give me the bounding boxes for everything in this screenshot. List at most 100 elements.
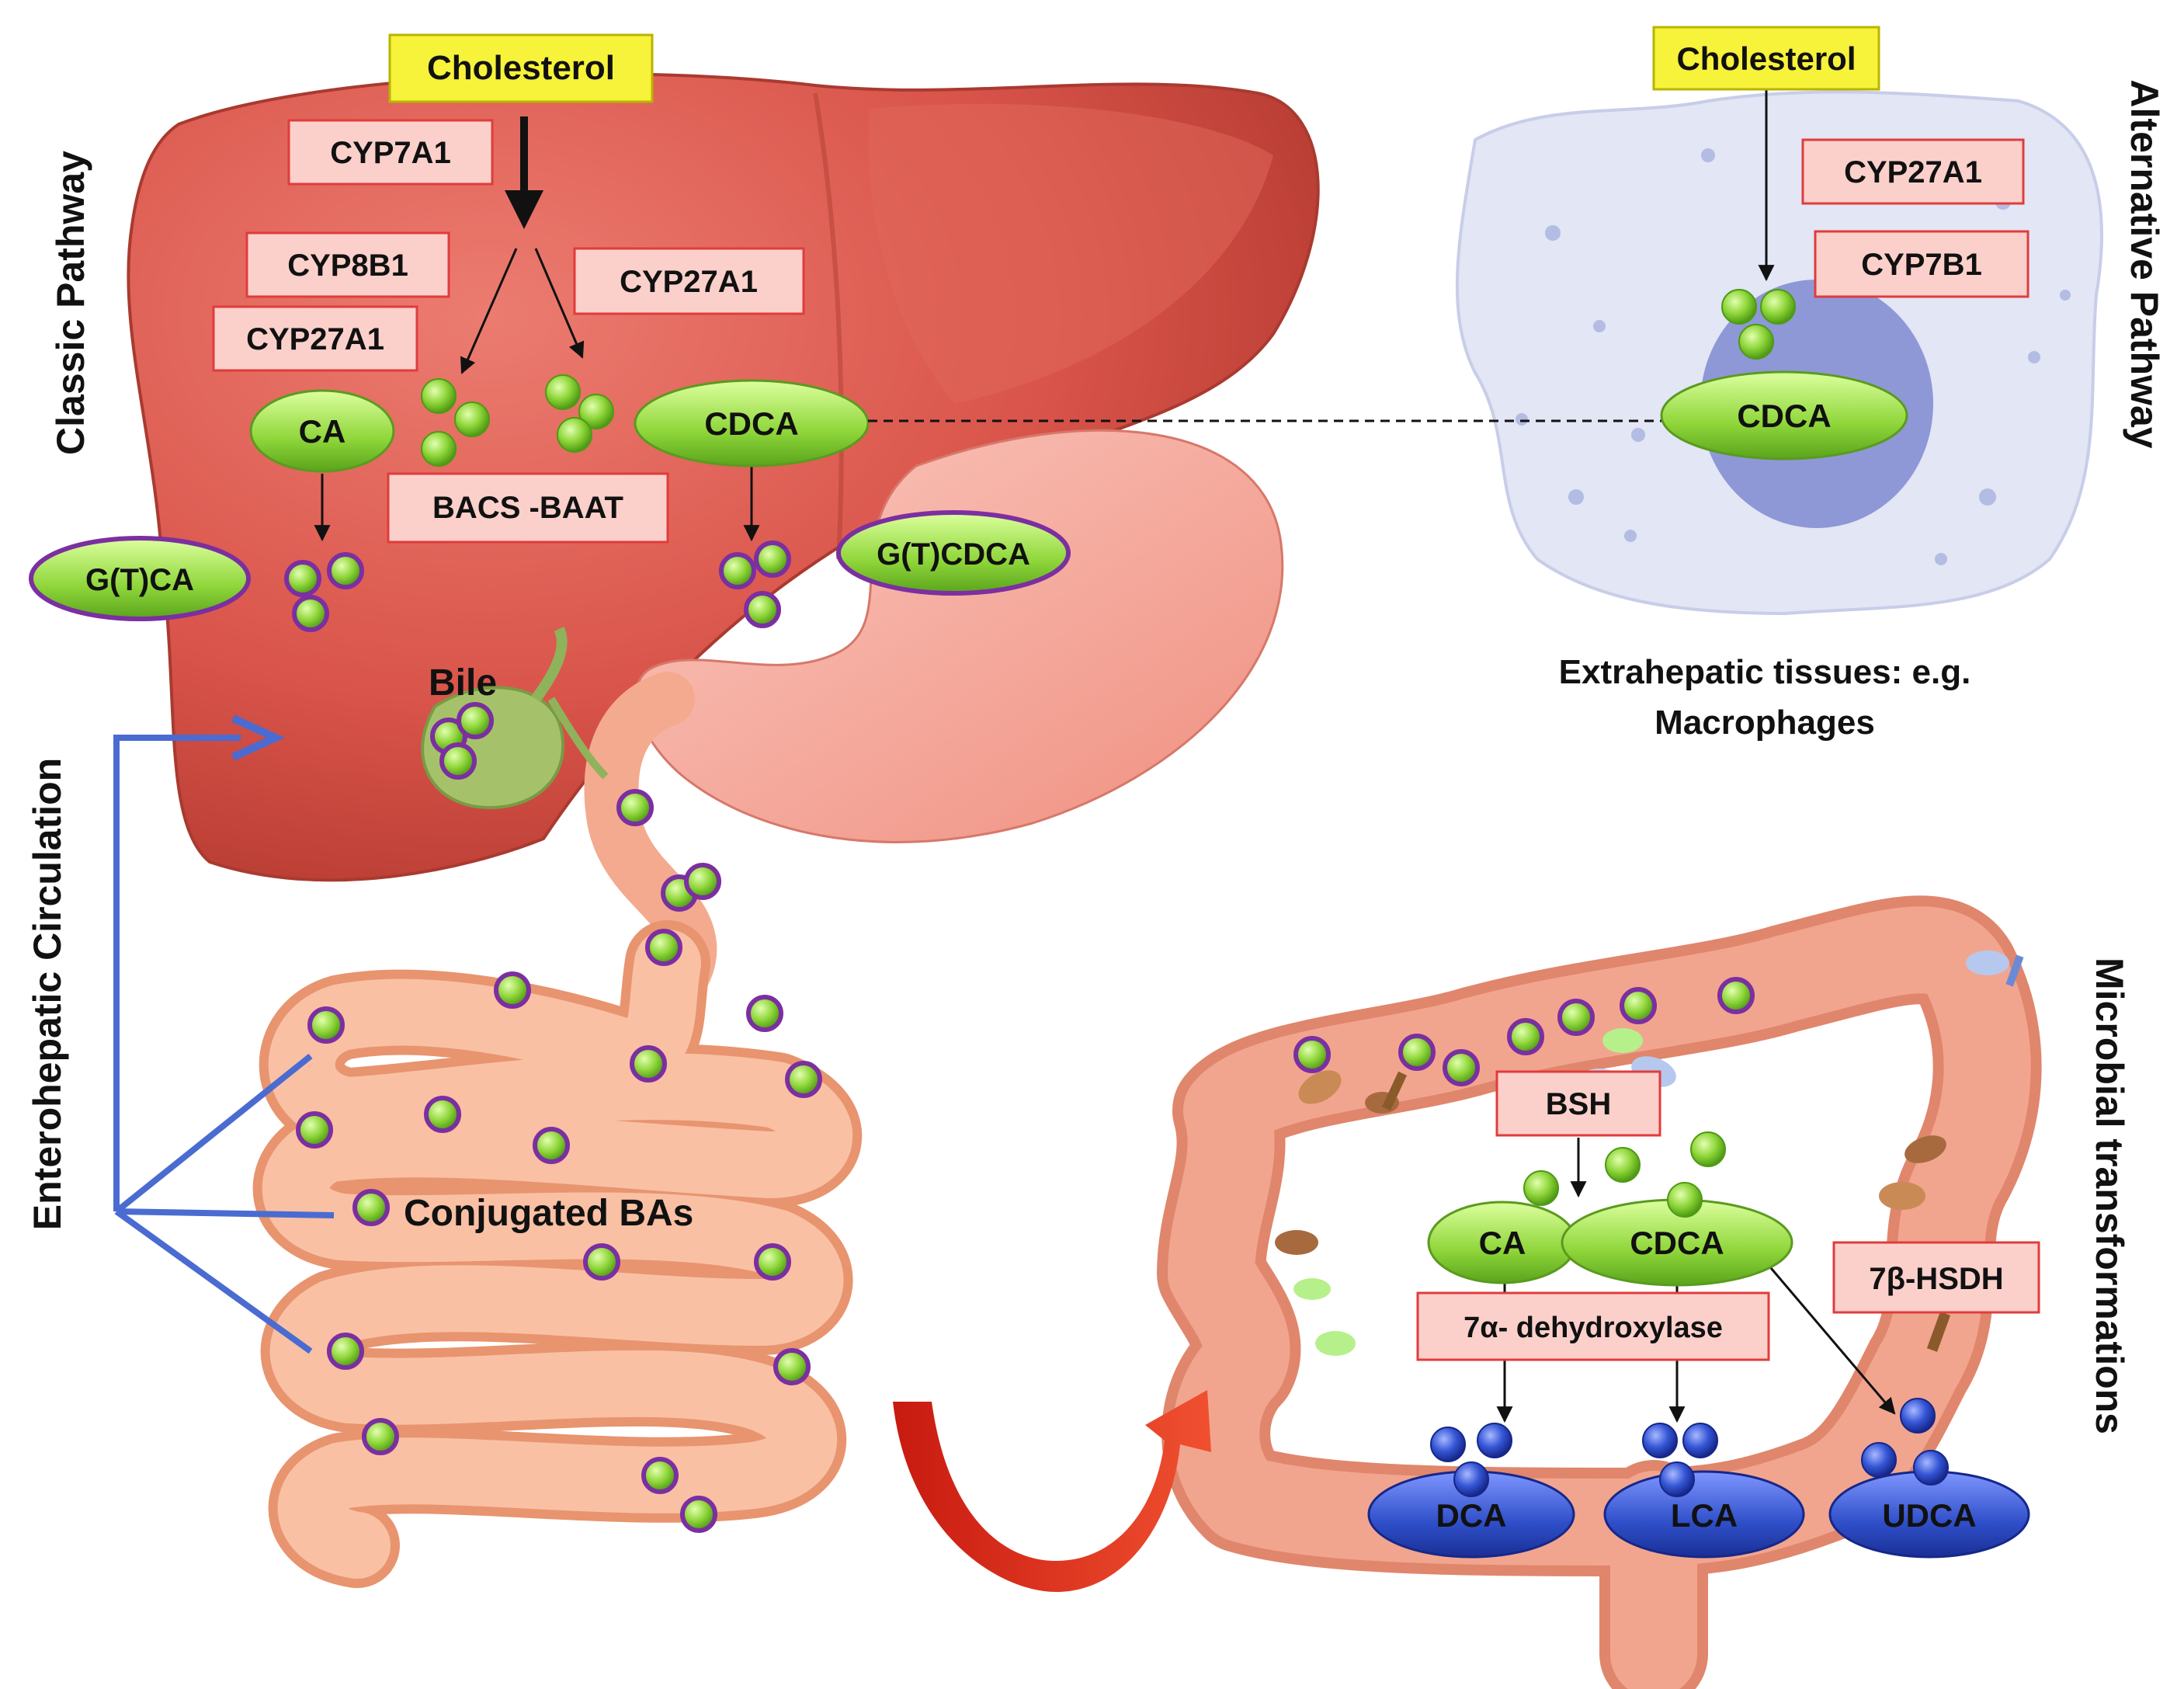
conjugated-bile-acid-molecule bbox=[292, 595, 329, 632]
conjugated-bile-acid-molecule bbox=[296, 1111, 333, 1149]
conjugated-bas-label: Conjugated BAs bbox=[404, 1193, 693, 1234]
dehydroxylase-label: 7α- dehydroxylase bbox=[1464, 1312, 1723, 1344]
secondary-bile-acid-molecule bbox=[1682, 1423, 1718, 1458]
gtcdca-ellipse: G(T)CDCA bbox=[836, 510, 1071, 596]
cdca-ellipse-extrahepatic: CDCA bbox=[1660, 370, 1908, 460]
cyp7a1-label: CYP7A1 bbox=[330, 136, 451, 170]
lca-label: LCA bbox=[1671, 1497, 1738, 1534]
cyp27a1-right-label: CYP27A1 bbox=[620, 265, 758, 299]
conjugated-bile-acid-molecule bbox=[533, 1127, 570, 1164]
extrahepatic-caption-line1: Extrahepatic tissues: e.g. bbox=[1559, 653, 1971, 691]
conjugated-bile-acid-molecule bbox=[680, 1496, 717, 1533]
conjugated-bile-acid-molecule bbox=[1717, 977, 1755, 1014]
cyp7b1-label: CYP7B1 bbox=[1861, 248, 1982, 282]
cdca-label-colon: CDCA bbox=[1630, 1225, 1724, 1261]
bile-acid-molecule bbox=[1667, 1182, 1703, 1218]
conjugated-bile-acid-molecule bbox=[630, 1045, 667, 1083]
gtca-label: G(T)CA bbox=[85, 563, 194, 597]
enzyme-box-cyp27a1-left: CYP27A1 bbox=[212, 305, 418, 372]
stomach-illustration bbox=[634, 429, 1284, 843]
ca-ellipse-colon: CA bbox=[1427, 1201, 1578, 1284]
conjugated-bile-acid-molecule bbox=[684, 863, 721, 900]
secondary-bile-acid-molecule bbox=[1913, 1450, 1949, 1486]
bile-acid-molecule bbox=[1738, 324, 1774, 360]
ca-label-colon: CA bbox=[1479, 1225, 1526, 1261]
bile-acid-molecule bbox=[1523, 1170, 1559, 1206]
hsdh-label: 7β-HSDH bbox=[1869, 1262, 2003, 1296]
enzyme-box-bacs-baat: BACS -BAAT bbox=[387, 472, 669, 544]
bile-acid-molecule bbox=[578, 394, 614, 429]
enzyme-box-bsh: BSH bbox=[1495, 1070, 1661, 1137]
conjugated-bile-acid-molecule bbox=[746, 995, 783, 1032]
cholesterol-label-extrahepatic: Cholesterol bbox=[1676, 40, 1856, 77]
secondary-bile-acid-molecule bbox=[1453, 1461, 1489, 1497]
secondary-bile-acid-molecule bbox=[1642, 1423, 1678, 1458]
bile-acid-molecule bbox=[1721, 289, 1757, 325]
enterohepatic-circulation-label: Enterohepatic Circulation bbox=[26, 758, 69, 1230]
enzyme-box-cyp7a1: CYP7A1 bbox=[287, 119, 494, 186]
bile-acid-molecule bbox=[545, 374, 581, 410]
cyp27a1-extrahepatic-label: CYP27A1 bbox=[1844, 155, 1982, 189]
conjugated-bile-acid-molecule bbox=[284, 560, 321, 597]
bile-acid-molecules bbox=[284, 289, 1949, 1533]
dca-label: DCA bbox=[1436, 1497, 1507, 1534]
conjugated-bile-acid-molecule bbox=[439, 742, 477, 780]
cholesterol-box-extrahepatic: Cholesterol bbox=[1652, 26, 1880, 91]
conjugated-bile-acid-molecule bbox=[785, 1061, 822, 1098]
microbial-transformations-label: Microbial transformations bbox=[2088, 957, 2131, 1434]
extrahepatic-caption-line2: Macrophages bbox=[1654, 704, 1875, 742]
conjugated-bile-acid-molecule bbox=[773, 1348, 811, 1385]
conjugated-bile-acid-molecule bbox=[641, 1457, 679, 1494]
cyp27a1-left-label: CYP27A1 bbox=[246, 322, 384, 356]
conjugated-bile-acid-molecule bbox=[583, 1243, 620, 1281]
classic-pathway-label: Classic Pathway bbox=[49, 151, 92, 455]
bile-acid-molecule bbox=[421, 431, 457, 467]
cdca-label-liver: CDCA bbox=[704, 405, 798, 442]
enzyme-box-cyp27a1-extrahepatic: CYP27A1 bbox=[1801, 138, 2025, 205]
lca-ellipse: LCA bbox=[1603, 1470, 1805, 1559]
bile-acid-molecule bbox=[1760, 289, 1796, 325]
bile-acid-molecule bbox=[1690, 1131, 1726, 1167]
bile-acid-molecule bbox=[557, 417, 592, 453]
cyp8b1-label: CYP8B1 bbox=[287, 248, 408, 283]
enzyme-box-cyp7b1: CYP7B1 bbox=[1814, 230, 2029, 298]
secondary-bile-acid-molecule bbox=[1900, 1398, 1936, 1434]
conjugated-bile-acid-molecule bbox=[457, 702, 494, 739]
bile-acid-molecule bbox=[1605, 1147, 1641, 1183]
bsh-label: BSH bbox=[1546, 1087, 1611, 1121]
cholesterol-box-liver: Cholesterol bbox=[388, 33, 654, 103]
bile-acid-molecule bbox=[454, 401, 490, 437]
secondary-bile-acid-molecule bbox=[1477, 1423, 1512, 1458]
enzyme-box-cyp27a1-right: CYP27A1 bbox=[573, 247, 805, 315]
conjugated-bile-acid-molecule bbox=[352, 1189, 390, 1226]
ca-label-liver: CA bbox=[299, 413, 346, 450]
secondary-bile-acid-molecule bbox=[1430, 1427, 1466, 1462]
secondary-bile-acid-molecule bbox=[1861, 1442, 1897, 1478]
bile-acid-molecule bbox=[421, 378, 457, 414]
gtcdca-label: G(T)CDCA bbox=[877, 537, 1030, 572]
ca-ellipse-liver: CA bbox=[249, 389, 395, 473]
conjugated-bile-acid-molecule bbox=[327, 552, 364, 589]
cdca-label-extrahepatic: CDCA bbox=[1737, 398, 1831, 434]
conjugated-bile-acid-molecule bbox=[1293, 1036, 1331, 1073]
enzyme-box-cyp8b1: CYP8B1 bbox=[245, 231, 450, 298]
transfer-to-colon-arrow bbox=[893, 1390, 1211, 1592]
conjugated-bile-acid-molecule bbox=[754, 540, 791, 578]
conjugated-bile-acid-molecule bbox=[307, 1006, 345, 1044]
conjugated-bile-acid-molecule bbox=[754, 1243, 791, 1281]
cdca-ellipse-colon: CDCA bbox=[1561, 1198, 1793, 1287]
conjugated-bile-acid-molecule bbox=[424, 1096, 461, 1133]
small-intestine bbox=[252, 920, 862, 1588]
dca-ellipse: DCA bbox=[1367, 1470, 1575, 1559]
bile-label: Bile bbox=[429, 662, 497, 704]
conjugated-bile-acid-molecule bbox=[1398, 1034, 1436, 1071]
conjugated-bile-acid-molecule bbox=[494, 971, 531, 1009]
conjugated-bile-acid-molecule bbox=[362, 1418, 399, 1455]
pathway-split-arrows bbox=[314, 85, 1775, 542]
conjugated-bile-acid-molecule bbox=[1557, 999, 1595, 1036]
alternative-pathway-label: Alternative Pathway bbox=[2123, 79, 2166, 448]
conjugated-bile-acid-molecule bbox=[719, 552, 756, 589]
conjugated-bile-acid-molecule bbox=[616, 789, 654, 826]
gtca-ellipse: G(T)CA bbox=[29, 536, 251, 621]
